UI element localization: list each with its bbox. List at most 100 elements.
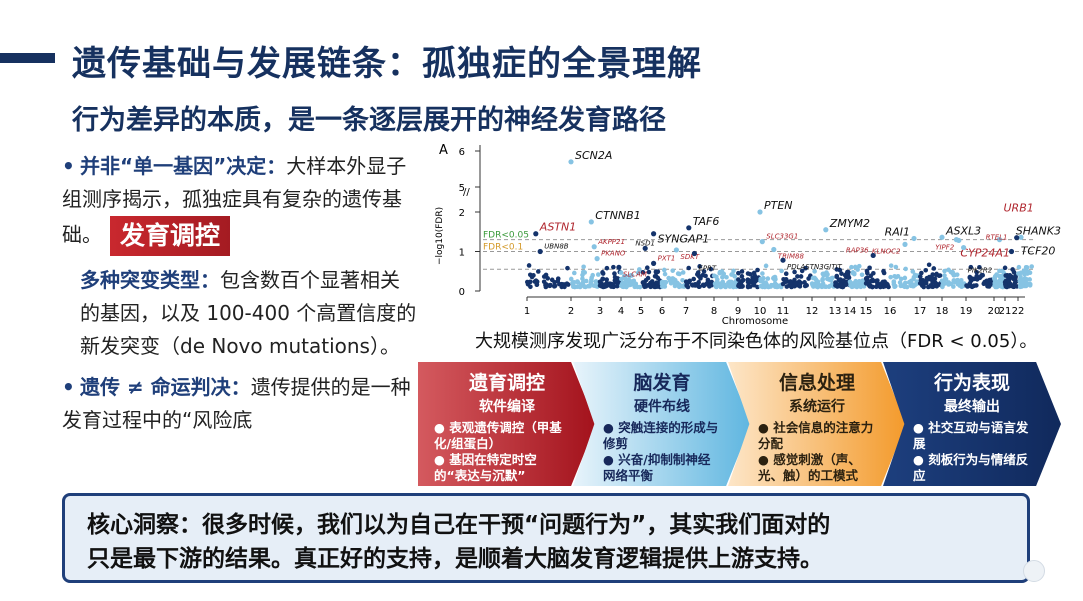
gene-point [673,247,679,253]
background-point [812,281,818,286]
step-item: 社会信息的注意力分配 [758,420,876,452]
background-point [839,271,844,276]
background-point [680,277,685,283]
background-point [760,284,765,290]
background-point [902,275,908,281]
background-point [528,284,533,290]
background-point [940,284,945,290]
background-point [942,268,947,274]
gene-label: AKPP21 [597,238,625,246]
x-tick-label: 4 [618,306,624,317]
background-point [663,280,669,285]
background-point [918,280,924,285]
background-point [642,284,647,290]
background-point [670,278,676,283]
background-point [840,284,845,290]
background-point [587,283,592,289]
background-point [568,276,574,282]
background-point [717,269,723,275]
background-point [929,276,935,282]
background-point [602,283,608,289]
background-point [931,266,937,271]
gene-point [651,231,657,237]
background-point [572,270,577,276]
background-point [849,264,854,270]
background-point [736,283,742,288]
gene-point [759,239,765,245]
step-title: 信息处理 [778,372,855,394]
background-point [684,279,689,285]
title-accent-bar [0,53,55,63]
background-point [720,274,725,280]
chart-caption: 大规模测序发现广泛分布于不同染色体的风险基位点（FDR < 0.05）。 [475,331,1038,352]
background-point [908,278,914,284]
background-point [629,273,635,278]
x-tick-label: 16 [884,306,897,317]
background-point [703,273,708,279]
gene-point [533,231,539,237]
background-point [928,283,933,288]
y-tick-label: 1 [459,248,465,259]
background-point [524,279,530,285]
background-point [526,263,532,268]
y-tick-label: 2 [459,208,465,219]
background-point [902,284,907,290]
background-point [1022,276,1028,281]
slide-subtitle: 行为差异的本质，是一条逐层展开的神经发育路径 [72,105,666,136]
point-mutation-types: 多种突变类型：包含数百个显著相关的基因，以及 100-400 个高置信度的新发突… [62,264,417,363]
bullet: • [62,154,75,178]
background-point [910,269,916,274]
point-text: 大样本外显子组测序揭示，孤独症具有复杂的遗传基础。 [62,154,407,247]
step-title: 遗育调控 [468,372,545,394]
slide-nav-button[interactable] [1023,560,1045,582]
x-tick-label: 1 [524,306,530,317]
background-point [619,276,624,282]
background-point [788,280,793,285]
background-point [648,284,653,290]
threshold-label: FDR<0.1 [483,243,523,253]
background-point [1016,264,1022,270]
step-title: 脑发育 [633,372,691,394]
gene-label: ZMYM2 [829,217,870,230]
background-point [792,269,797,275]
background-point [685,284,691,290]
background-point [768,284,773,289]
background-point [985,278,990,284]
background-point [870,284,875,290]
background-point [798,274,804,279]
background-point [942,273,947,278]
background-point [691,276,697,282]
background-point [828,278,834,283]
background-point [846,275,852,280]
background-point [612,274,618,280]
gene-label: SDKT [680,253,699,261]
background-point [852,264,858,270]
x-tick-label: 22 [1012,306,1025,317]
background-point [600,271,606,276]
background-point [965,284,970,289]
background-point [802,283,808,289]
background-point [751,281,756,287]
background-point [772,274,778,280]
point-polygenic: •并非“单一基因”决定：大样本外显子组测序揭示，孤独症具有复杂的遗传基础。发育调… [62,150,417,256]
x-axis-label: Chromosome [722,316,788,327]
gene-label: CTNNB1 [595,209,640,222]
background-point [969,284,975,290]
x-tick-label: 19 [960,306,973,317]
background-point [910,283,916,289]
background-point [565,265,570,271]
background-point [903,266,908,272]
background-point [646,269,652,275]
step-subtitle: 最终输出 [944,399,1000,415]
y-break-mark: // [463,187,470,198]
background-point [911,274,917,280]
background-point [833,281,839,286]
background-point [783,271,789,277]
background-point [994,272,1000,277]
gene-label: SYNGAP1 [658,233,710,246]
background-point [740,277,746,283]
background-point [760,271,765,276]
background-point [968,264,974,270]
